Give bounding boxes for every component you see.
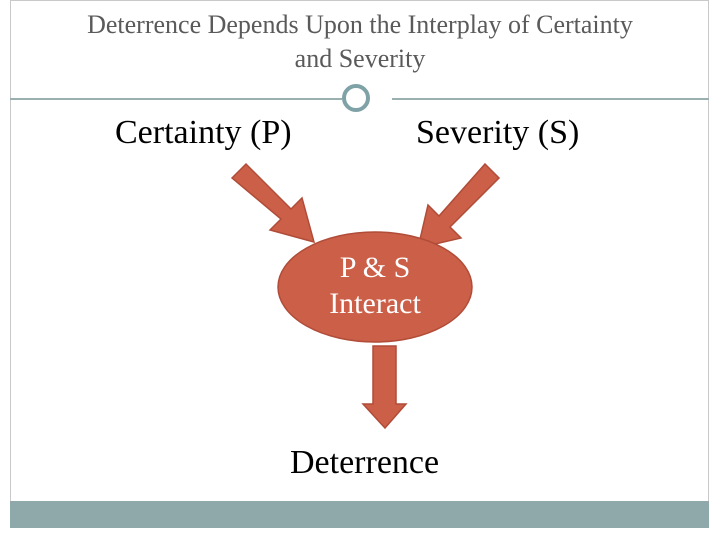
- title-line-2: and Severity: [294, 44, 426, 73]
- outcome-arrow: [361, 345, 408, 430]
- certainty-arrow: [230, 162, 316, 244]
- outcome-arrow-shape: [361, 345, 408, 430]
- certainty-arrow-shape: [230, 162, 316, 244]
- footer-bar: [10, 501, 709, 528]
- deterrence-label: Deterrence: [290, 444, 440, 481]
- interaction-text: P & S Interact: [278, 250, 472, 322]
- interaction-line-1: P & S: [339, 251, 411, 284]
- certainty-label: Certainty (P): [115, 114, 292, 151]
- slide-title: Deterrence Depends Upon the Interplay of…: [12, 8, 708, 76]
- title-line-1: Deterrence Depends Upon the Interplay of…: [87, 10, 633, 39]
- severity-arrow-shape: [416, 162, 501, 250]
- circle-ornament-icon: [342, 84, 370, 112]
- interaction-line-2: Interact: [329, 287, 421, 320]
- severity-arrow: [416, 162, 501, 250]
- interaction-oval: [277, 231, 473, 343]
- severity-label: Severity (S): [416, 114, 580, 151]
